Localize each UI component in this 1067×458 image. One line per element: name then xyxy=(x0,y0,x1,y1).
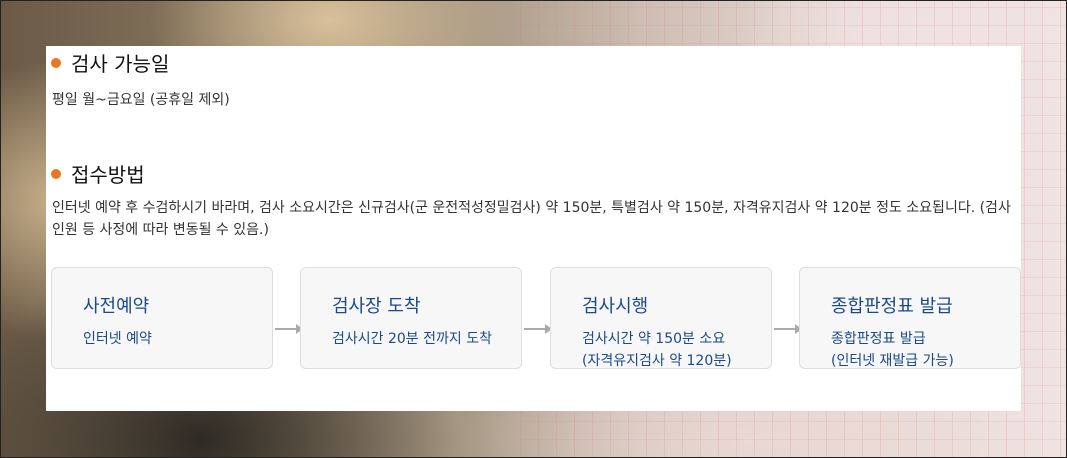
step-card-arrival: 검사장 도착 검사시간 20분 전까지 도착 xyxy=(300,267,522,369)
section-title-text: 검사 가능일 xyxy=(71,52,170,76)
step-card-inspection: 검사시행 검사시간 약 150분 소요 (자격유지검사 약 120분) xyxy=(550,267,772,369)
arrow-right-icon xyxy=(275,324,303,334)
step-card-reservation: 사전예약 인터넷 예약 xyxy=(51,267,273,369)
step-title: 검사장 도착 xyxy=(332,296,421,317)
step-desc: 검사시간 약 150분 소요 (자격유지검사 약 120분) xyxy=(582,331,732,369)
section-title-text: 접수방법 xyxy=(71,163,145,187)
step-title: 사전예약 xyxy=(83,296,150,317)
step-desc: 검사시간 20분 전까지 도착 xyxy=(332,331,492,347)
step-card-result-issue: 종합판정표 발급 종합판정표 발급 (인터넷 재발급 가능) xyxy=(799,267,1021,369)
section-title-application-method: 접수방법 xyxy=(51,159,145,188)
step-title: 종합판정표 발급 xyxy=(831,296,953,317)
application-method-text: 인터넷 예약 후 수검하시기 바라며, 검사 소요시간은 신규검사(군 운전적성… xyxy=(52,200,1011,238)
content-panel: 검사 가능일 평일 월~금요일 (공휴일 제외) 접수방법 인터넷 예약 후 수… xyxy=(46,46,1021,411)
bullet-icon xyxy=(51,57,61,68)
arrow-right-icon xyxy=(524,324,552,334)
step-desc: 인터넷 예약 xyxy=(83,331,152,347)
inspection-days-text: 평일 월~금요일 (공휴일 제외) xyxy=(52,92,230,108)
bullet-icon xyxy=(51,168,61,179)
section-title-inspection-days: 검사 가능일 xyxy=(51,48,169,77)
arrow-right-icon xyxy=(774,324,802,334)
step-desc: 종합판정표 발급 (인터넷 재발급 가능) xyxy=(831,331,954,369)
step-title: 검사시행 xyxy=(582,296,649,317)
